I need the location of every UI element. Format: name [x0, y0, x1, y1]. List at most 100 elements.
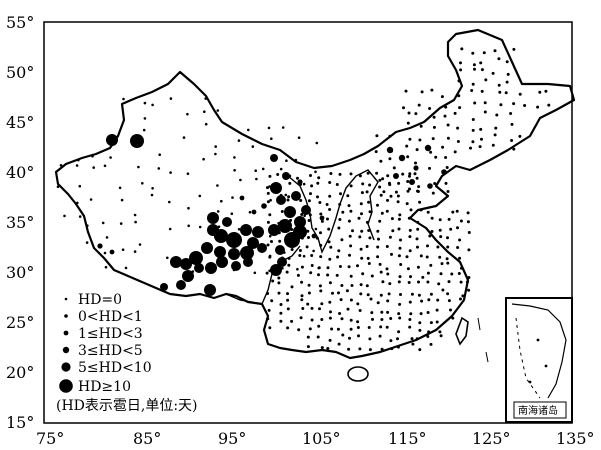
- station-dot: [268, 254, 272, 258]
- station-dot: [277, 291, 281, 295]
- station-dot: [418, 348, 422, 352]
- station-dot: [416, 190, 420, 193]
- station-dot: [348, 253, 351, 257]
- station-dot: [398, 316, 402, 320]
- station-dot: [151, 187, 154, 190]
- hail-marker-large: [284, 206, 296, 218]
- station-dot: [169, 171, 172, 174]
- station-dot: [231, 196, 234, 199]
- station-dot: [426, 271, 430, 275]
- station-dot: [335, 183, 339, 186]
- station-dot: [187, 206, 190, 210]
- station-dot: [504, 91, 508, 95]
- hail-marker-medium: [97, 243, 103, 249]
- station-dot: [290, 285, 294, 289]
- station-dot: [247, 128, 250, 132]
- hail-marker-large: [216, 256, 228, 268]
- station-dot: [284, 193, 288, 197]
- station-dot: [360, 212, 363, 216]
- station-dot: [78, 184, 82, 188]
- station-dot: [376, 301, 380, 305]
- station-dot: [326, 347, 330, 350]
- hail-marker-medium: [311, 233, 317, 239]
- station-dot: [446, 136, 450, 140]
- station-dot: [186, 112, 189, 116]
- hail-marker-medium: [427, 183, 433, 189]
- station-dot: [457, 79, 461, 83]
- station-dot: [143, 101, 147, 105]
- station-dot: [379, 159, 383, 163]
- station-dot: [296, 176, 299, 180]
- station-dot: [407, 111, 411, 115]
- station-dot: [317, 324, 321, 328]
- hail-marker-medium: [413, 165, 419, 171]
- station-dot: [397, 254, 401, 258]
- station-dot: [266, 220, 270, 224]
- station-dot: [63, 214, 66, 218]
- station-dot: [416, 220, 420, 224]
- station-dot: [497, 57, 501, 61]
- station-dot: [269, 198, 272, 202]
- station-dot: [267, 126, 271, 130]
- station-dot: [337, 226, 341, 230]
- lon-label-125: 125°: [472, 429, 511, 448]
- station-dot: [203, 110, 206, 113]
- station-dot: [220, 199, 223, 203]
- station-dot: [426, 311, 430, 314]
- station-dot: [369, 297, 373, 301]
- hail-marker-large: [222, 217, 232, 227]
- station-dot: [518, 92, 522, 96]
- station-dot: [319, 243, 323, 247]
- station-dot: [350, 284, 354, 287]
- hail-marker-large: [214, 246, 226, 258]
- station-dot: [458, 256, 462, 260]
- hail-marker-medium: [393, 173, 399, 179]
- station-dot: [347, 204, 351, 208]
- station-dot: [59, 164, 63, 167]
- station-dot: [166, 256, 169, 260]
- station-dot: [366, 293, 370, 297]
- station-dot: [141, 182, 144, 185]
- station-dot: [310, 318, 314, 322]
- station-dot: [473, 67, 476, 71]
- station-dot: [368, 236, 372, 240]
- station-dot: [368, 183, 372, 187]
- hail-marker-large: [240, 246, 254, 260]
- station-dot: [309, 174, 312, 177]
- station-dot: [409, 208, 413, 212]
- station-dot: [371, 317, 374, 321]
- station-dot: [358, 235, 362, 239]
- station-dot: [319, 231, 322, 235]
- inset-dash-line: [515, 317, 541, 399]
- station-dot: [376, 203, 379, 207]
- station-dot: [458, 238, 462, 242]
- station-dot: [447, 217, 451, 221]
- hail-marker-large: [268, 224, 280, 236]
- station-dot: [315, 236, 319, 240]
- station-dot: [399, 238, 402, 242]
- station-dot: [447, 299, 451, 303]
- lon-label-95: 95°: [218, 429, 246, 448]
- station-dot: [389, 317, 393, 320]
- station-dot: [302, 254, 306, 258]
- station-dot: [375, 134, 379, 138]
- station-dot: [266, 191, 270, 195]
- station-dot: [359, 292, 363, 296]
- station-dot: [379, 270, 383, 274]
- map-frame: [43, 21, 573, 424]
- station-dot: [438, 218, 442, 222]
- station-dot: [385, 209, 389, 213]
- station-dot: [368, 210, 372, 214]
- hail-marker-large: [275, 245, 285, 255]
- station-dot: [398, 213, 402, 217]
- station-dot: [469, 146, 472, 150]
- station-dot: [214, 145, 217, 148]
- lat-label-15: 15°: [6, 413, 34, 432]
- hail-marker-large: [291, 191, 301, 201]
- station-dot: [498, 90, 502, 94]
- station-dot: [493, 133, 497, 137]
- station-dot: [89, 198, 93, 201]
- station-dot: [445, 257, 449, 261]
- station-dot: [366, 171, 370, 175]
- station-dot: [367, 200, 371, 204]
